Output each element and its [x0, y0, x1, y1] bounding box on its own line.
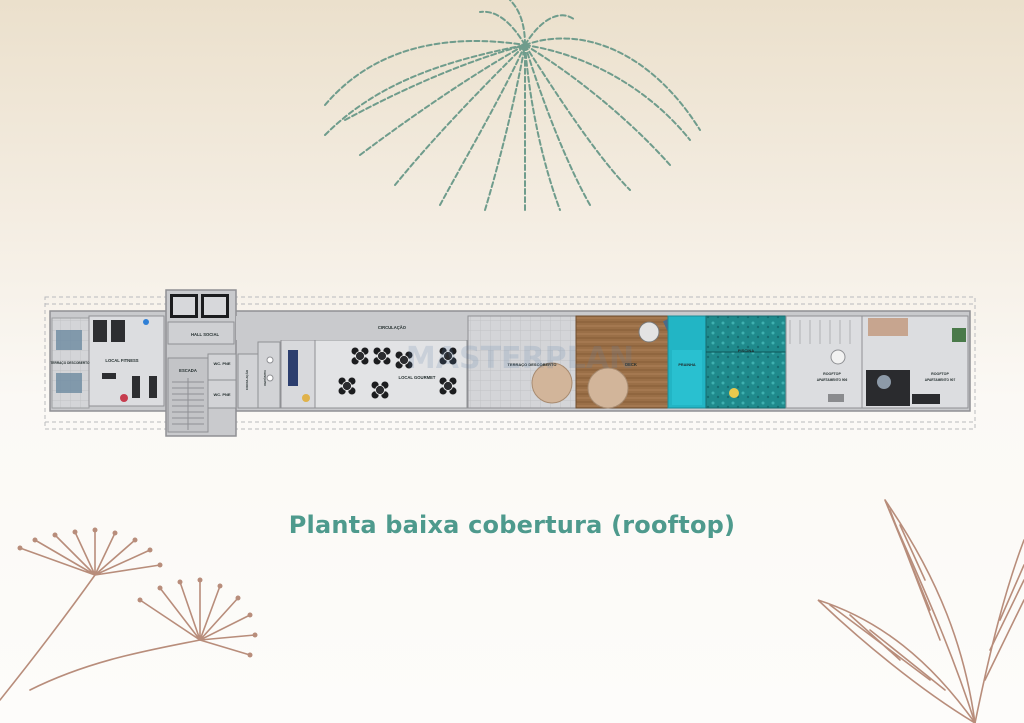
label-terraco-descoberto: TERRAÇO DESCOBERTO — [507, 362, 556, 367]
outdoor-furniture — [56, 330, 82, 393]
pool-float — [729, 388, 739, 398]
label-circulacao: CIRCULAÇÃO — [378, 325, 407, 330]
room-hall-social — [167, 321, 235, 345]
gourmet-table — [373, 347, 391, 365]
label-piscina: PISCINA — [738, 348, 754, 353]
leaf-illustration-top — [324, 0, 701, 211]
gourmet-table — [395, 351, 413, 369]
label-terraco-esquerdo: TERRAÇO DESCOBERTO — [50, 361, 90, 365]
watermark: MASTERPLAN — [406, 341, 634, 376]
label-hall-social: HALL SOCIAL — [191, 332, 220, 337]
label-prainha: PRAINHA — [678, 363, 696, 367]
label-escada: ESCADA — [179, 368, 197, 373]
room-circulacao — [236, 316, 468, 340]
plan-caption: Planta baixa cobertura (rooftop) — [288, 511, 736, 539]
table — [638, 321, 660, 343]
gourmet-table — [371, 381, 389, 399]
parasol — [531, 362, 573, 404]
label-rooftop-907-sub: APARTAMENTO 907 — [925, 378, 956, 382]
label-local-fitness: LOCAL FITNESS — [105, 358, 138, 363]
label-circulacao-vertical: CIRCULAÇÃO — [244, 369, 249, 390]
label-deck: DECK — [625, 362, 637, 367]
parasol — [587, 367, 629, 409]
site-boundary — [44, 296, 976, 430]
room-wc-pne-1 — [207, 353, 237, 381]
stair-steps — [172, 378, 204, 430]
gourmet-table — [439, 347, 457, 365]
gourmet-tables — [338, 347, 457, 399]
floor-plan — [49, 289, 971, 437]
gourmet-table — [338, 377, 356, 395]
leaf-illustration-bottom-right — [817, 499, 1024, 723]
room-labels: TERRAÇO DESCOBERTO LOCAL FITNESS HALL SO… — [50, 325, 955, 397]
label-wc-pne-2: WC. PNE — [213, 392, 230, 397]
gym-equipment — [93, 319, 157, 402]
label-wc-pne-1: WC. PNE — [213, 361, 230, 366]
room-wc-pne-2 — [207, 379, 237, 409]
label-rooftop-907-title: ROOFTOP — [931, 372, 949, 376]
label-rooftop-906-title: ROOFTOP — [823, 372, 841, 376]
room-rooftop-906 — [785, 315, 863, 409]
label-rooftop-906-sub: APARTAMENTO 906 — [817, 378, 848, 382]
gourmet-table — [351, 347, 369, 365]
label-local-gourmet: LOCAL GOURMET — [399, 375, 436, 380]
flower-illustration-bottom-left — [0, 527, 258, 701]
gourmet-table — [439, 377, 457, 395]
room-piscina — [705, 315, 787, 409]
label-deposito: DEPÓSITO — [262, 370, 267, 386]
